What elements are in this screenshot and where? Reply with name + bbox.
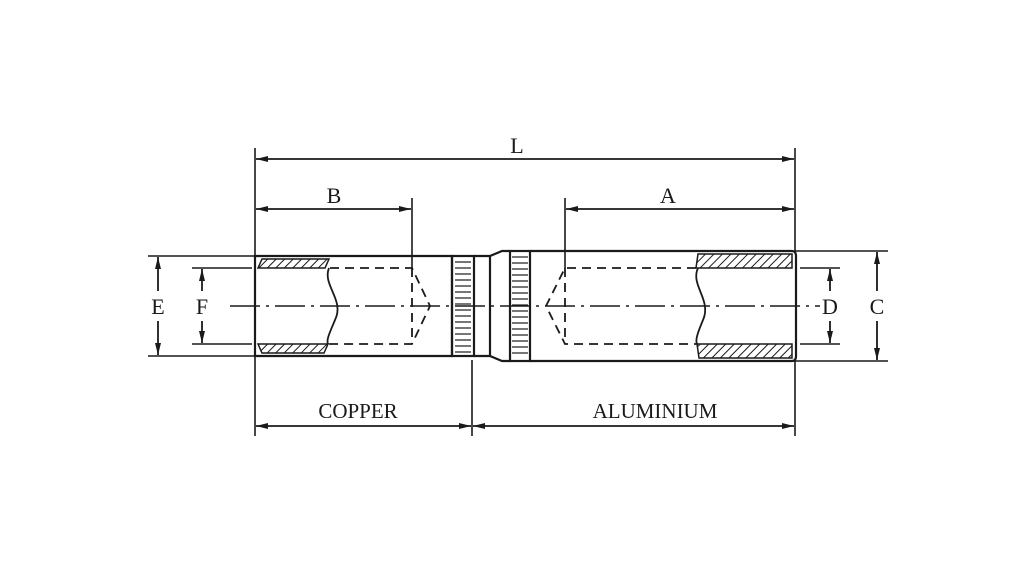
extension-lines [148,148,888,436]
label-copper: COPPER [318,399,397,423]
neck-outline [474,254,492,358]
label-F: F [196,294,208,319]
label-B: B [327,183,342,208]
break-line-aluminium [695,267,706,345]
break-line-copper [326,267,339,345]
hatched-walls [256,253,793,359]
label-C: C [870,294,885,319]
label-A: A [660,183,676,208]
label-aluminium: ALUMINIUM [593,399,718,423]
dimension-lines [155,156,880,429]
label-E: E [151,294,164,319]
label-L: L [510,133,523,158]
label-D: D [822,294,838,319]
knurl-lines [455,256,528,354]
